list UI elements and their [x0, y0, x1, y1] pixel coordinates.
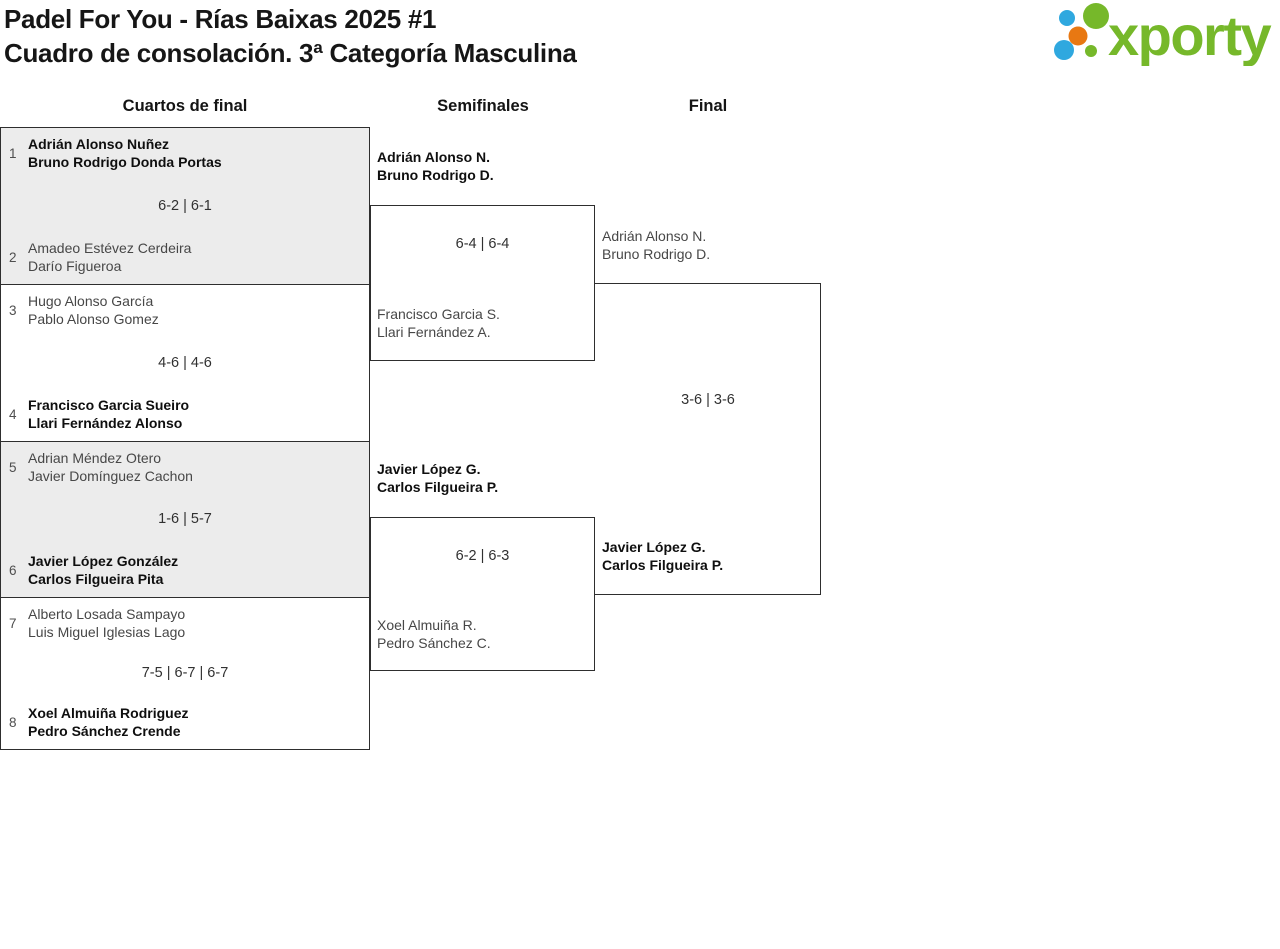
- xporty-logo: xporty: [1054, 3, 1273, 66]
- player-name: Adrián Alonso N.: [377, 149, 491, 165]
- qf-match-2: 3 Hugo Alonso García Pablo Alonso Gomez …: [1, 284, 369, 441]
- round-header-final: Final: [688, 97, 728, 115]
- page-subtitle: Cuadro de consolación. 3ª Categoría Masc…: [4, 38, 577, 68]
- qf1-team-top: 1 Adrián Alonso Nuñez Bruno Rodrigo Dond…: [1, 136, 369, 171]
- seed-number: 1: [9, 146, 17, 161]
- final-box: [595, 283, 821, 595]
- seed-number: 7: [9, 616, 17, 631]
- sf1-score: 6-4 | 6-4: [455, 236, 510, 252]
- qf3-team-top: 5 Adrian Méndez Otero Javier Domínguez C…: [1, 450, 369, 485]
- player-name: Bruno Rodrigo D.: [377, 167, 494, 183]
- sf2-team-bottom: Xoel Almuiña R. Pedro Sánchez C.: [377, 616, 491, 652]
- player-name: Llari Fernández A.: [377, 324, 491, 340]
- qf1-team-bottom: 2 Amadeo Estévez Cerdeira Darío Figueroa: [1, 240, 369, 275]
- qf4-team-top: 7 Alberto Losada Sampayo Luis Miguel Igl…: [1, 606, 369, 641]
- team-name: Adrian Méndez Otero Javier Domínguez Cac…: [28, 450, 193, 485]
- player-name: Carlos Filgueira Pita: [28, 570, 164, 587]
- player-name: Bruno Rodrigo D.: [602, 246, 711, 262]
- team-name: Alberto Losada Sampayo Luis Miguel Igles…: [28, 606, 185, 641]
- final-team-bottom: Javier López G. Carlos Filgueira P.: [602, 538, 723, 574]
- seed-number: 8: [9, 715, 17, 730]
- logo-dots-icon: [1054, 3, 1109, 60]
- player-name: Francisco Garcia Sueiro: [28, 397, 190, 413]
- player-name: Francisco Garcia S.: [377, 306, 500, 322]
- player-name: Adrián Alonso N.: [602, 228, 707, 244]
- team-name: Amadeo Estévez Cerdeira Darío Figueroa: [28, 240, 191, 275]
- player-name: Llari Fernández Alonso: [28, 414, 183, 431]
- player-name: Amadeo Estévez Cerdeira: [28, 240, 192, 256]
- team-name: Javier López González Carlos Filgueira P…: [28, 553, 178, 588]
- team-name: Xoel Almuiña Rodriguez Pedro Sánchez Cre…: [28, 705, 189, 740]
- match-score: 1-6 | 5-7: [158, 511, 212, 527]
- sf1-team-top: Adrián Alonso N. Bruno Rodrigo D.: [377, 148, 494, 184]
- seed-number: 5: [9, 460, 17, 475]
- player-name: Hugo Alonso García: [28, 293, 154, 309]
- match-score: 4-6 | 4-6: [158, 354, 212, 371]
- seed-number: 2: [9, 250, 17, 265]
- player-name: Carlos Filgueira P.: [377, 479, 499, 495]
- player-name: Xoel Almuiña Rodriguez: [28, 705, 189, 721]
- final-score: 3-6 | 3-6: [681, 392, 735, 408]
- player-name: Javier López G.: [377, 461, 481, 477]
- page-title: Padel For You - Rías Baixas 2025 #1: [4, 4, 437, 34]
- qf2-team-top: 3 Hugo Alonso García Pablo Alonso Gomez: [1, 293, 369, 328]
- team-name: Francisco Garcia Sueiro Llari Fernández …: [28, 397, 189, 432]
- final-team-top: Adrián Alonso N. Bruno Rodrigo D.: [602, 227, 710, 263]
- player-name: Pablo Alonso Gomez: [28, 310, 159, 327]
- round-header-semifinales: Semifinales: [437, 97, 529, 115]
- seed-number: 4: [9, 407, 17, 422]
- team-name: Hugo Alonso García Pablo Alonso Gomez: [28, 293, 159, 328]
- semifinal-2-box: [370, 517, 595, 671]
- qf-match-3: 5 Adrian Méndez Otero Javier Domínguez C…: [1, 441, 369, 597]
- player-name: Javier Domínguez Cachon: [28, 467, 193, 484]
- player-name: Adrian Méndez Otero: [28, 450, 162, 466]
- player-name: Adrián Alonso Nuñez: [28, 136, 170, 152]
- quarterfinals-column: 1 Adrián Alonso Nuñez Bruno Rodrigo Dond…: [0, 127, 370, 750]
- sf2-score: 6-2 | 6-3: [455, 548, 510, 564]
- match-score: 7-5 | 6-7 | 6-7: [141, 665, 229, 681]
- player-name: Alberto Losada Sampayo: [28, 606, 186, 622]
- player-name: Pedro Sánchez Crende: [28, 722, 181, 739]
- qf4-team-bottom: 8 Xoel Almuiña Rodriguez Pedro Sánchez C…: [1, 705, 369, 740]
- page-header: Padel For You - Rías Baixas 2025 #1 Cuad…: [4, 2, 577, 70]
- logo-wordmark: xporty: [1108, 4, 1272, 66]
- player-name: Darío Figueroa: [28, 257, 122, 274]
- semifinal-1-box: [370, 205, 595, 361]
- player-name: Javier López G.: [602, 539, 706, 555]
- match-score: 6-2 | 6-1: [158, 197, 212, 214]
- sf1-team-bottom: Francisco Garcia S. Llari Fernández A.: [377, 305, 500, 341]
- sf2-team-top: Javier López G. Carlos Filgueira P.: [377, 460, 498, 496]
- player-name: Bruno Rodrigo Donda Portas: [28, 153, 222, 170]
- qf-match-1: 1 Adrián Alonso Nuñez Bruno Rodrigo Dond…: [1, 128, 369, 284]
- qf-match-4: 7 Alberto Losada Sampayo Luis Miguel Igl…: [1, 597, 369, 749]
- player-name: Carlos Filgueira P.: [602, 557, 724, 573]
- seed-number: 6: [9, 563, 17, 578]
- qf2-team-bottom: 4 Francisco Garcia Sueiro Llari Fernánde…: [1, 397, 369, 432]
- qf3-team-bottom: 6 Javier López González Carlos Filgueira…: [1, 553, 369, 588]
- player-name: Pedro Sánchez C.: [377, 635, 491, 651]
- round-header-cuartos: Cuartos de final: [122, 97, 248, 115]
- player-name: Javier López González: [28, 553, 179, 569]
- player-name: Luis Miguel Iglesias Lago: [28, 623, 186, 640]
- seed-number: 3: [9, 303, 17, 318]
- team-name: Adrián Alonso Nuñez Bruno Rodrigo Donda …: [28, 136, 222, 171]
- player-name: Xoel Almuiña R.: [377, 617, 477, 633]
